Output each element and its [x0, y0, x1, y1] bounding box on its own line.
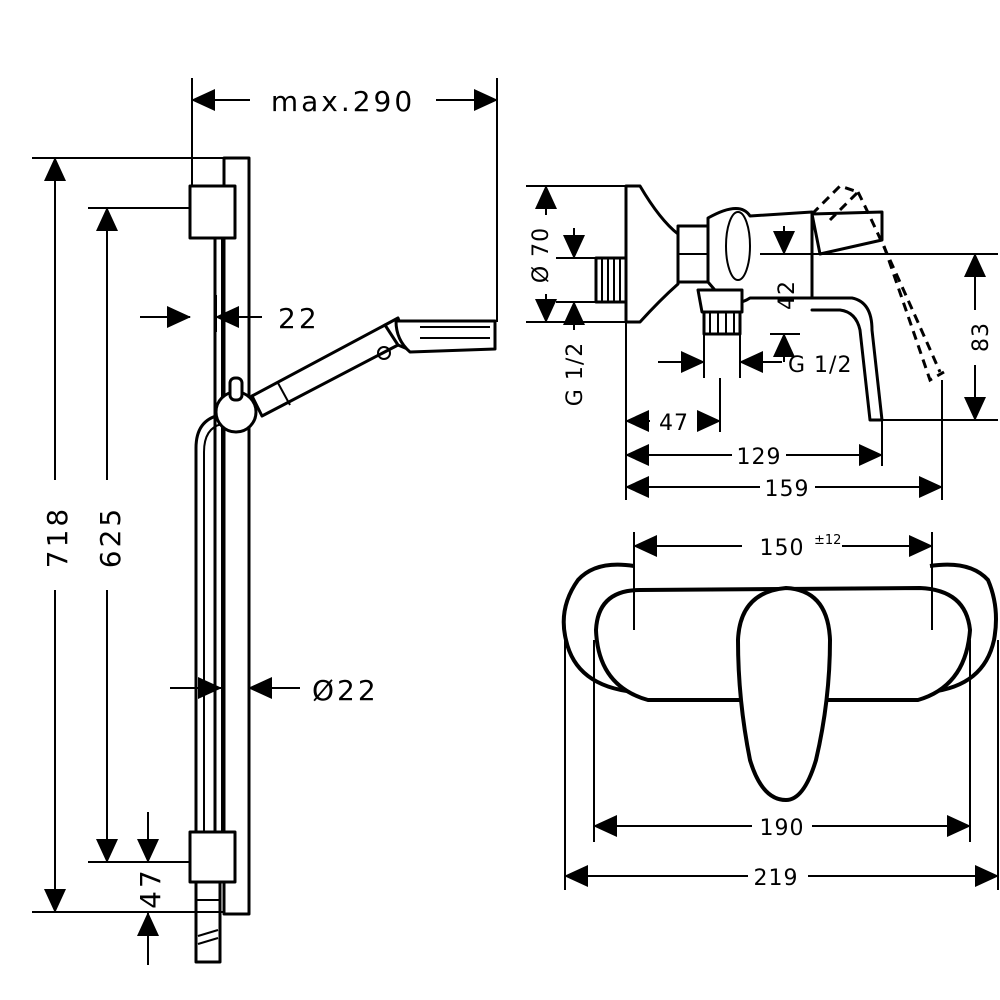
outlet-thread	[702, 310, 742, 336]
inlet-thread	[594, 256, 628, 304]
lever-handle	[810, 296, 884, 422]
dim-wall-offset-label: 22	[278, 302, 320, 335]
dim-rail-diameter-label: Ø22	[312, 674, 379, 707]
dim-bottom-offset-label: 47	[134, 867, 167, 909]
dim-outlet-depth-label: 47	[659, 411, 689, 436]
dim-rail-length-label: 625	[94, 506, 127, 568]
dim-outlet-thread-label: G 1/2	[788, 353, 852, 378]
left-flange	[561, 562, 635, 694]
wall-flange	[624, 184, 680, 324]
hose-connector	[194, 880, 222, 964]
dim-total-height-label: 718	[41, 506, 74, 568]
inlet-thread-lines	[601, 258, 621, 302]
wall-plate	[222, 156, 251, 916]
dim-inlet-thread-label: G 1/2	[563, 342, 588, 406]
bottom-bracket	[188, 830, 237, 884]
dim-center-tolerance-label: ±12	[814, 533, 841, 548]
top-bracket	[188, 184, 237, 240]
dim-body-width-label: 190	[760, 816, 805, 841]
hose-thread	[197, 929, 219, 945]
handle-ring	[277, 382, 291, 406]
lever-alt-front	[882, 245, 945, 383]
dim-outlet-height-label: 42	[775, 280, 800, 310]
dim-lever-height-label: 83	[969, 322, 994, 352]
dim-max-reach-label: max.290	[271, 85, 415, 118]
outlet-thread-lines	[709, 312, 735, 334]
dim-flange-width-label: 219	[754, 866, 799, 891]
dim-center-distance-label: 150	[760, 536, 805, 561]
shower-rail-set: max.290 718 625 22 Ø22 47	[32, 78, 498, 965]
shower-hose-inner	[203, 423, 223, 832]
dim-lever-depth-label: 159	[765, 477, 810, 502]
slider-screw	[228, 376, 244, 402]
lever-alt-top	[810, 184, 861, 222]
body-cartridge	[725, 211, 751, 281]
mixer-front-view: 150 ±12 190 219	[561, 532, 999, 891]
hand-shower-head	[394, 319, 497, 354]
hand-shower-handle	[250, 323, 400, 418]
lever-top	[810, 210, 884, 256]
handle-button	[377, 346, 391, 360]
lever-front	[736, 586, 832, 802]
outlet-spout	[696, 288, 744, 314]
mixer-side-view: Ø 70 G 1/2 42 83 G 1/2 47	[526, 184, 998, 502]
dim-flange-diameter-label: Ø 70	[529, 227, 554, 283]
dim-body-depth-label: 129	[737, 445, 782, 470]
